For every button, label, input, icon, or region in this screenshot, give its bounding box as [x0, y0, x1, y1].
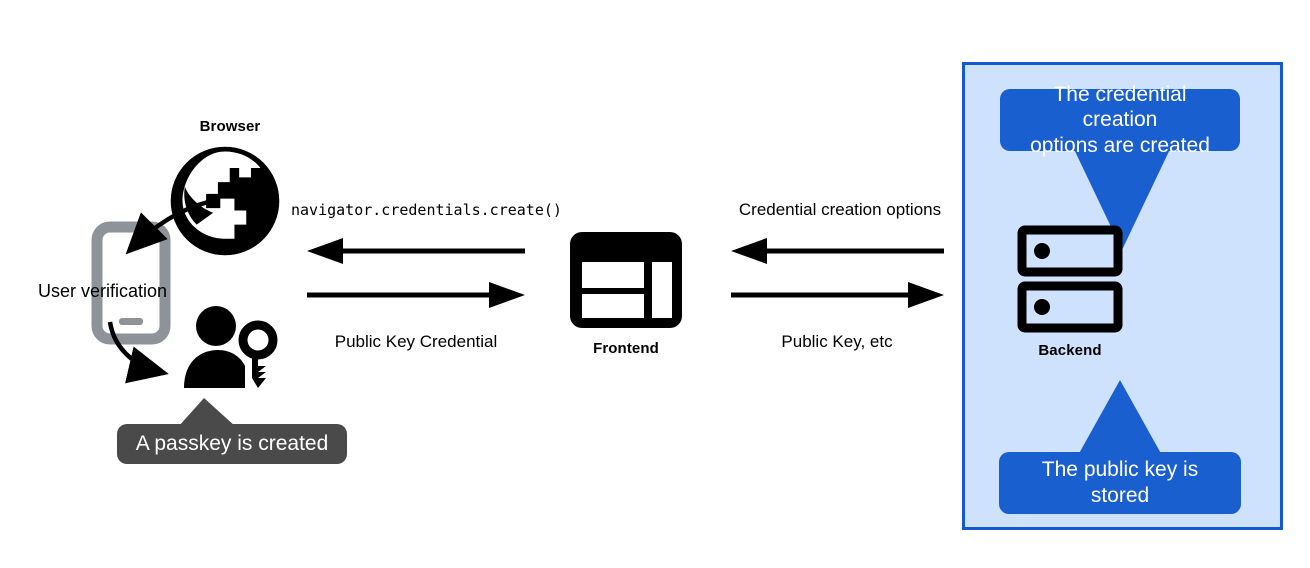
browser-frontend-bottom-arrow: [307, 282, 525, 308]
device-to-user-arrow: [107, 321, 169, 384]
globe-icon: [170, 146, 280, 256]
backend-label: Backend: [1038, 342, 1102, 359]
public-key-stored-callout-line1: The public key is: [1041, 458, 1199, 482]
person-with-key-icon: [184, 306, 278, 388]
credential-creation-options-label: Credential creation options: [738, 200, 942, 219]
passkey-created-callout: A passkey is created: [117, 424, 347, 464]
user-verification-label: User verification: [38, 281, 168, 301]
credential-options-callout: The credential creation options are crea…: [1000, 83, 1240, 157]
credential-options-callout-line1: The credential creation: [1053, 82, 1187, 132]
public-key-stored-callout-line2: stored: [1090, 484, 1150, 507]
web-layout-icon: [570, 232, 682, 328]
public-key-credential-label: Public Key Credential: [334, 332, 498, 351]
public-key-etc-label: Public Key, etc: [781, 332, 893, 351]
credential-options-callout-line2: options are created: [1030, 133, 1210, 157]
public-key-stored-callout-tail: [1072, 380, 1168, 466]
passkey-created-callout-text: A passkey is created: [135, 432, 329, 456]
credential-options-callout-tail: [1072, 145, 1172, 250]
browser-to-device-arrow: [125, 199, 209, 255]
public-key-stored-callout: The public key is stored: [999, 452, 1241, 514]
browser-label: Browser: [199, 118, 261, 135]
frontend-backend-top-arrow: [731, 238, 944, 264]
frontend-label: Frontend: [593, 340, 659, 357]
navigator-create-label: navigator.credentials.create(): [291, 201, 562, 219]
browser-frontend-top-arrow: [307, 238, 525, 264]
server-stack-icon: [1017, 225, 1123, 333]
frontend-backend-bottom-arrow: [731, 282, 944, 308]
